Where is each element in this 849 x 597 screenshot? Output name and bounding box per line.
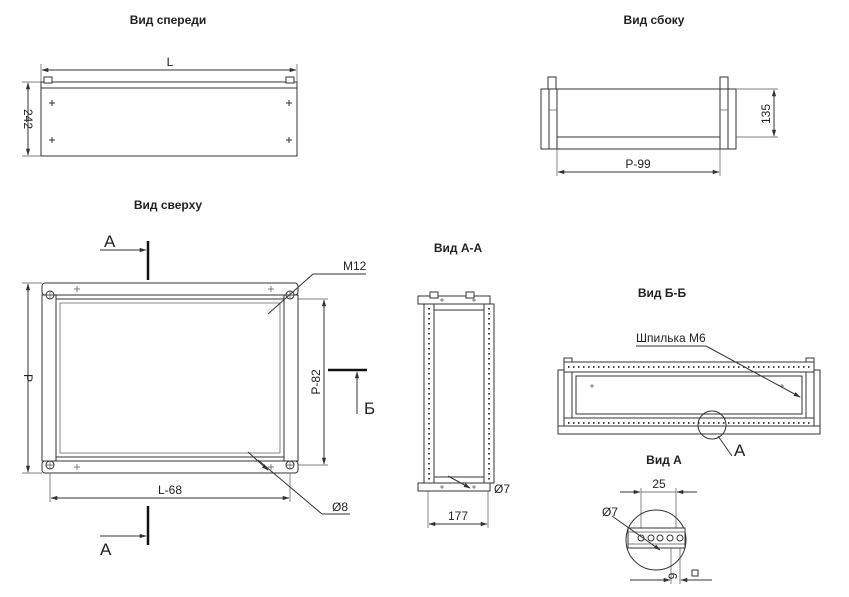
bb-stud-label: Шпилька М6: [636, 331, 706, 345]
bb-stud-leader: [705, 345, 801, 398]
thread-leader: [267, 273, 314, 315]
detail-offset-label: 9: [666, 572, 680, 579]
top-depth-label: P: [21, 374, 35, 382]
front-panel: [40, 87, 298, 157]
front-view: Вид спереди L 242: [21, 13, 298, 157]
side-view: Вид сбоку 135 P-99: [540, 13, 778, 176]
section-b-label: Б: [364, 399, 375, 418]
aa-width-label: 177: [448, 509, 468, 523]
detail-a-title: Вид А: [646, 453, 682, 467]
detail-holes: [637, 534, 684, 542]
top-inner-depth-label: P-82: [309, 369, 323, 395]
detail-a-marker: А: [734, 441, 746, 460]
front-height-label: 242: [21, 109, 35, 129]
section-aa-perforation: [428, 308, 490, 480]
aa-hole-leader: [447, 475, 471, 489]
side-width-label: P-99: [625, 157, 651, 171]
top-inner-length-label: L-68: [158, 483, 182, 497]
aa-hole-label: Ø7: [494, 482, 510, 496]
section-aa-view: Вид А-А Ø7 177: [417, 241, 510, 528]
section-aa-title: Вид А-А: [434, 241, 483, 255]
side-view-title: Вид сбоку: [624, 13, 685, 27]
top-inner-frame: [55, 298, 285, 458]
section-a-label-top: А: [104, 232, 116, 251]
section-bb-title: Вид Б-Б: [638, 286, 687, 300]
section-a-label-bottom: А: [100, 540, 112, 559]
front-bolt-marks: [49, 100, 292, 143]
front-length-label: L: [167, 55, 174, 69]
top-corner-bolts: [45, 290, 295, 470]
thread-label: M12: [343, 259, 367, 273]
detail-a-callout: [697, 410, 727, 440]
top-view: Вид сверху А А Б M12: [21, 198, 375, 559]
hole-top-leader: [257, 459, 323, 515]
section-aa-body: [433, 309, 485, 478]
detail-a-circle: [625, 509, 687, 571]
section-bb-view: Вид Б-Б Шпилька М6 А: [557, 286, 821, 460]
section-bb-body: [575, 375, 803, 415]
side-height-label: 135: [759, 104, 773, 124]
hole-top-label: Ø8: [332, 500, 348, 514]
detail-a-view: Вид А 25 Ø7 9: [602, 453, 712, 584]
detail-hole-label: Ø7: [602, 505, 618, 519]
front-view-title: Вид спереди: [130, 13, 207, 27]
detail-hole-leader: [611, 515, 661, 551]
detail-width-label: 25: [652, 477, 666, 491]
section-bb-perforation: [568, 366, 810, 424]
side-panel: [556, 88, 721, 138]
top-view-title: Вид сверху: [134, 198, 203, 212]
